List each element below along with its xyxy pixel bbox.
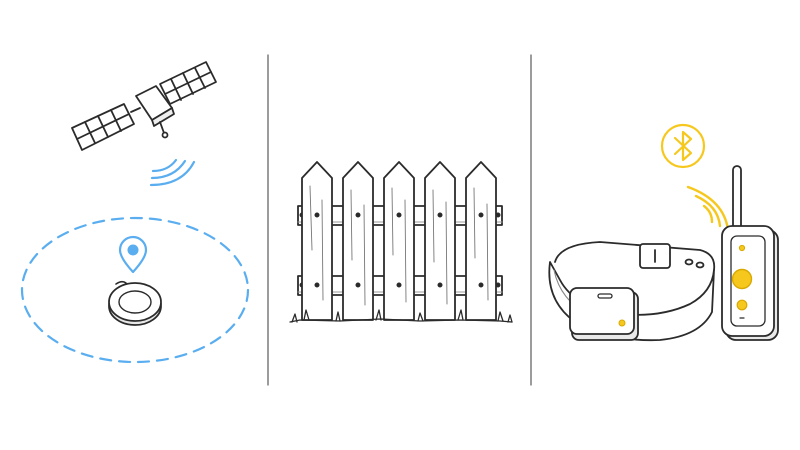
remote-transmitter-icon <box>721 165 779 341</box>
training-collar-panel <box>548 123 779 342</box>
picket-3 <box>383 161 415 321</box>
picket-4 <box>424 161 456 321</box>
collar-icon <box>548 241 716 342</box>
picket-1 <box>301 161 333 321</box>
satellite-icon <box>71 61 217 151</box>
wifi-signal-icon <box>686 185 730 232</box>
fence-panel <box>289 161 513 323</box>
picket-2 <box>342 161 374 321</box>
gps-tracker-panel <box>20 61 250 364</box>
location-pin-icon <box>118 235 148 274</box>
picket-fence-icon <box>301 161 497 321</box>
tracker-tag-icon <box>108 280 162 326</box>
grass-icon <box>289 309 513 323</box>
bluetooth-icon <box>660 123 706 169</box>
signal-waves-icon <box>149 158 196 187</box>
geofence-ellipse <box>20 216 250 364</box>
picket-5 <box>465 161 497 321</box>
